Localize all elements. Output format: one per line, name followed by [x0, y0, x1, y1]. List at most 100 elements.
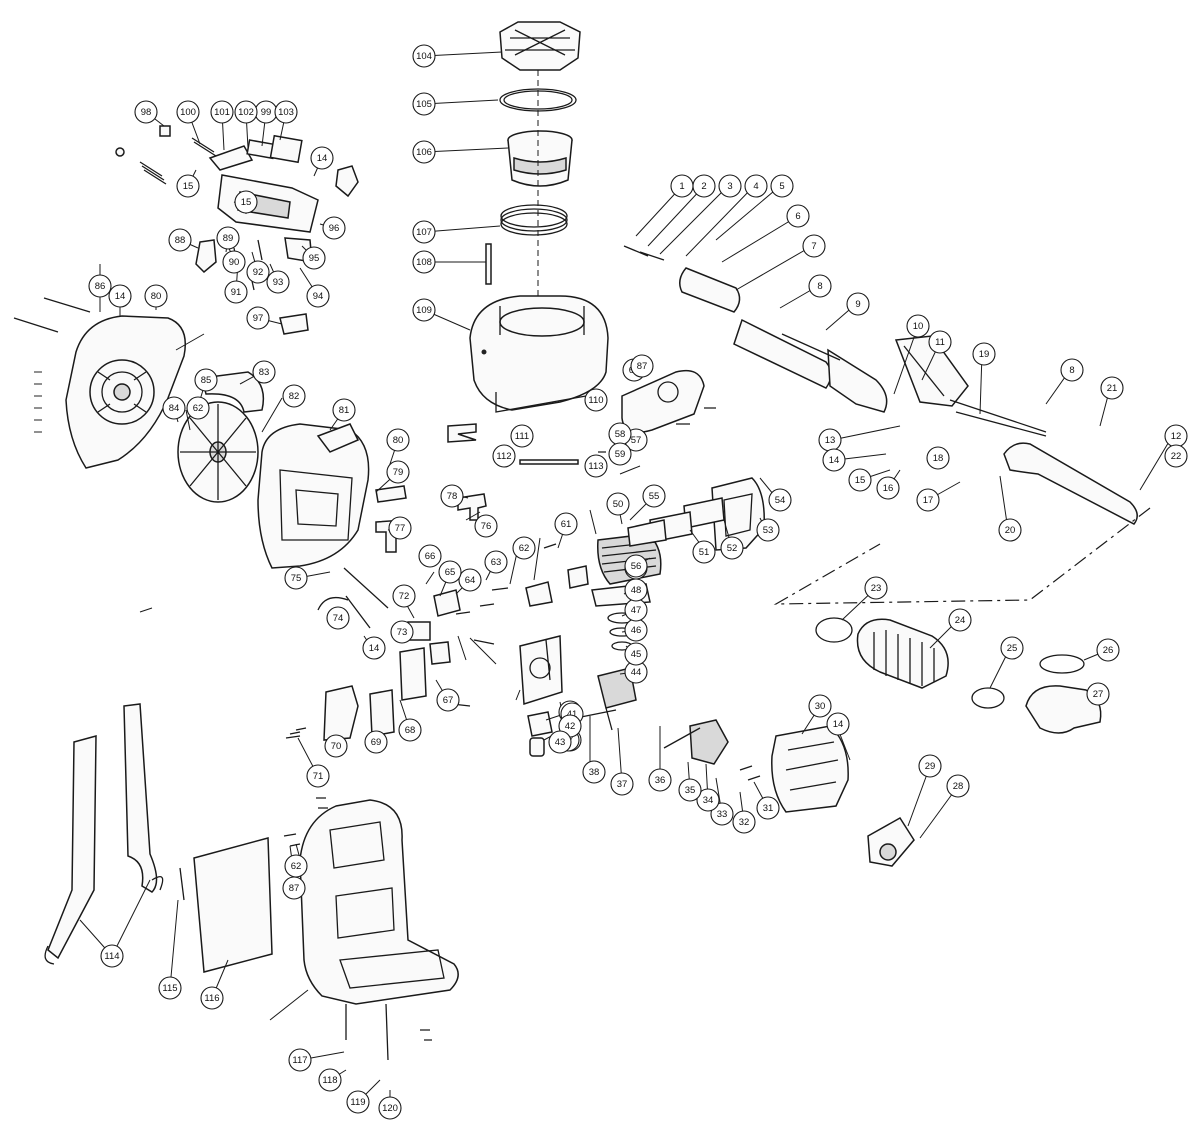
- callout-number: 22: [1171, 451, 1182, 462]
- callout-l22: 22: [1164, 444, 1188, 468]
- callout-number: 114: [104, 951, 119, 962]
- callout-l24: 24: [948, 608, 972, 632]
- callout-number: 113: [588, 461, 603, 472]
- throttle-control-assembly: [115, 125, 359, 335]
- blower-housing-right: [257, 423, 370, 569]
- callout-circle: [642, 484, 666, 508]
- callout-circle: [246, 306, 270, 330]
- callout-number: 111: [515, 431, 529, 442]
- callout-l45: 45: [624, 642, 648, 666]
- callout-l29: 29: [918, 754, 942, 778]
- callout-number: 15: [183, 181, 194, 192]
- callout-l21: 21: [1100, 376, 1124, 400]
- callout-l97: 97: [246, 306, 270, 330]
- callout-number: 16: [883, 483, 894, 494]
- callout-l64: 64: [458, 568, 482, 592]
- callout-circle: [948, 608, 972, 632]
- callout-number: 59: [615, 449, 626, 460]
- callout-l91: 91: [224, 280, 248, 304]
- callout-number: 75: [291, 573, 302, 584]
- callout-number: 104: [416, 51, 432, 62]
- callout-number: 84: [169, 403, 180, 414]
- fuel-filter-43: [529, 737, 545, 757]
- callout-number: 15: [241, 197, 252, 208]
- callout-number: 35: [685, 785, 696, 796]
- callout-l67: 67: [436, 688, 460, 712]
- callout-circle: [808, 274, 832, 298]
- callout-number: 8: [817, 281, 822, 292]
- callout-circle: [388, 516, 412, 540]
- callout-number: 45: [631, 649, 642, 660]
- callout-l85: 85: [194, 368, 218, 392]
- callout-number: 105: [416, 99, 432, 110]
- callout-number: 87: [289, 883, 300, 894]
- callout-number: 14: [317, 153, 328, 164]
- callout-l65: 65: [438, 560, 462, 584]
- callout-l18: 18: [926, 446, 950, 470]
- callout-circle: [346, 1090, 370, 1114]
- callout-circle: [266, 270, 290, 294]
- callout-number: 52: [727, 543, 738, 554]
- callout-number: 32: [739, 817, 750, 828]
- starter-assembly: [663, 719, 729, 765]
- callout-l32: 32: [732, 810, 756, 834]
- callout-l48: 48: [624, 578, 648, 602]
- callout-circle: [458, 568, 482, 592]
- callout-circle: [386, 428, 410, 452]
- callout-circle: [846, 292, 870, 316]
- callout-circle: [826, 712, 850, 736]
- callout-l105: 105: [412, 92, 436, 116]
- callout-number: 3: [727, 181, 732, 192]
- callout-circle: [710, 802, 734, 826]
- callout-l115: 115: [158, 976, 182, 1000]
- callout-l87b: 87: [282, 876, 306, 900]
- callout-circle: [822, 448, 846, 472]
- callout-number: 43: [555, 737, 566, 748]
- callout-circle: [554, 512, 578, 536]
- callout-number: 63: [491, 557, 502, 568]
- callout-l20: 20: [998, 518, 1022, 542]
- callout-l68: 68: [398, 718, 422, 742]
- callout-number: 99: [261, 107, 272, 118]
- callout-l8b: 8: [1060, 358, 1084, 382]
- callout-circle: [440, 484, 464, 508]
- callout-circle: [412, 220, 436, 244]
- flex-tube-24: [856, 618, 949, 689]
- callout-l114: 114: [100, 944, 124, 968]
- callout-circle: [282, 384, 306, 408]
- callout-number: 96: [329, 223, 340, 234]
- callout-circle: [998, 518, 1022, 542]
- callout-circle: [756, 518, 780, 542]
- air-filter-plates: [627, 497, 725, 547]
- callout-number: 1: [679, 181, 684, 192]
- callout-circle: [310, 146, 334, 170]
- callout-l76: 76: [474, 514, 498, 538]
- callout-number: 64: [465, 575, 476, 586]
- callout-number: 44: [631, 667, 642, 678]
- callout-number: 19: [979, 349, 990, 360]
- callout-number: 4: [753, 181, 758, 192]
- callout-circle: [390, 620, 414, 644]
- callout-l83: 83: [252, 360, 276, 384]
- callout-number: 93: [273, 277, 284, 288]
- callout-number: 28: [953, 781, 964, 792]
- shoulder-straps: [44, 703, 164, 965]
- tank-neck-ring: [500, 204, 568, 236]
- callout-l4: 4: [744, 174, 768, 198]
- callout-l88: 88: [168, 228, 192, 252]
- callout-circle: [770, 174, 794, 198]
- callout-circle: [720, 536, 744, 560]
- callout-l30: 30: [808, 694, 832, 718]
- callout-circle: [492, 444, 516, 468]
- callout-circle: [246, 260, 270, 284]
- callout-number: 118: [322, 1075, 337, 1086]
- callout-number: 48: [631, 585, 642, 596]
- callout-number: 33: [717, 809, 728, 820]
- callout-number: 14: [833, 719, 844, 730]
- callout-number: 11: [935, 337, 945, 348]
- tank-pin: [485, 243, 492, 285]
- callout-l108: 108: [412, 250, 436, 274]
- callout-circle: [392, 584, 416, 608]
